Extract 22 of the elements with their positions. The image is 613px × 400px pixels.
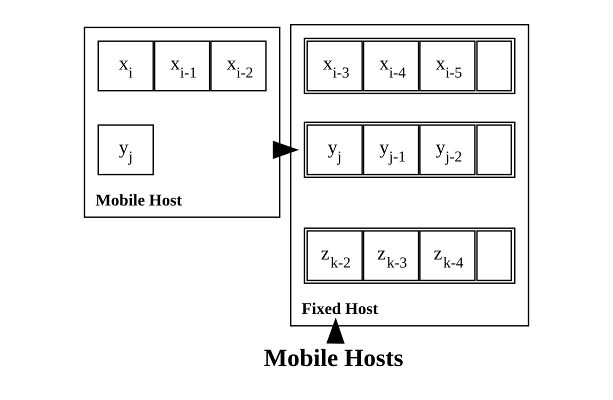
node-box xyxy=(476,230,512,282)
node-box: z$_{k-3}$ xyxy=(362,230,420,282)
node-box: y$_{j-2}$ xyxy=(419,124,476,176)
node-box: x$_{i-1}$ xyxy=(154,40,210,92)
node-box: x$_{i-2}$ xyxy=(210,40,267,92)
node-box: z$_{k-4}$ xyxy=(419,230,476,282)
node-box: z$_{k-2}$ xyxy=(306,230,363,282)
arrow xyxy=(326,317,345,344)
node-box: y$_{j}$ xyxy=(306,124,363,176)
node-box: y$_{j}$ xyxy=(98,124,154,176)
arrow xyxy=(272,140,300,159)
node-box: x$_{i-3}$ xyxy=(306,40,363,92)
cluster xyxy=(304,228,516,284)
cluster xyxy=(304,122,516,178)
node-box: x$_{i}$ xyxy=(98,40,154,92)
node-box xyxy=(476,124,512,176)
node-box: y$_{j-1}$ xyxy=(362,124,420,176)
node-box xyxy=(476,40,512,92)
node-box: x$_{i-4}$ xyxy=(362,40,420,92)
cluster xyxy=(304,38,516,94)
node-box: x$_{i-5}$ xyxy=(419,40,476,92)
node-text: Mobile Hosts xyxy=(264,345,404,372)
